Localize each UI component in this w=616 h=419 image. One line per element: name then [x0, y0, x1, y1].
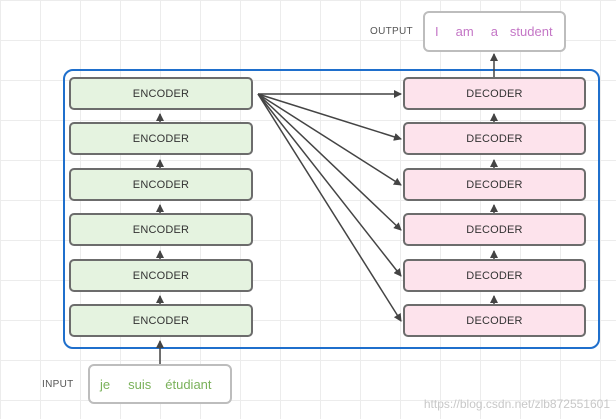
- output-word: student: [509, 24, 553, 39]
- encoder-to-decoder-arrow: [257, 93, 402, 277]
- encoder-block: ENCODER: [69, 304, 253, 337]
- encoder-to-decoder-arrow: [257, 93, 402, 141]
- decoder-block: DECODER: [403, 122, 586, 155]
- decoder-block: DECODER: [403, 213, 586, 246]
- output-label: OUTPUT: [370, 26, 413, 37]
- encoder-decoder-frame: [63, 69, 600, 349]
- decoder-block: DECODER: [403, 168, 586, 201]
- decoder-block: DECODER: [403, 304, 586, 337]
- input-label: INPUT: [42, 379, 74, 390]
- input-word: je: [100, 376, 111, 392]
- encoder-block: ENCODER: [69, 259, 253, 292]
- input-word: étudiant: [165, 376, 212, 392]
- encoder-to-decoder-arrow: [257, 93, 402, 186]
- output-word: am: [455, 24, 474, 39]
- output-sentence-box: I am a student: [423, 11, 566, 52]
- encoder-block: ENCODER: [69, 168, 253, 201]
- decoder-block: DECODER: [403, 77, 586, 110]
- encoder-block: ENCODER: [69, 77, 253, 110]
- input-word: suis: [128, 376, 152, 392]
- encoder-to-decoder-arrow: [257, 93, 402, 231]
- output-word: I: [435, 24, 439, 39]
- input-sentence-box: je suis étudiant: [88, 364, 232, 404]
- encoder-block: ENCODER: [69, 213, 253, 246]
- watermark-url: https://blog.csdn.net/zlb872551601: [423, 397, 610, 411]
- encoder-block: ENCODER: [69, 122, 253, 155]
- encoder-to-decoder-arrow: [257, 93, 402, 322]
- decoder-block: DECODER: [403, 259, 586, 292]
- output-word: a: [490, 24, 498, 39]
